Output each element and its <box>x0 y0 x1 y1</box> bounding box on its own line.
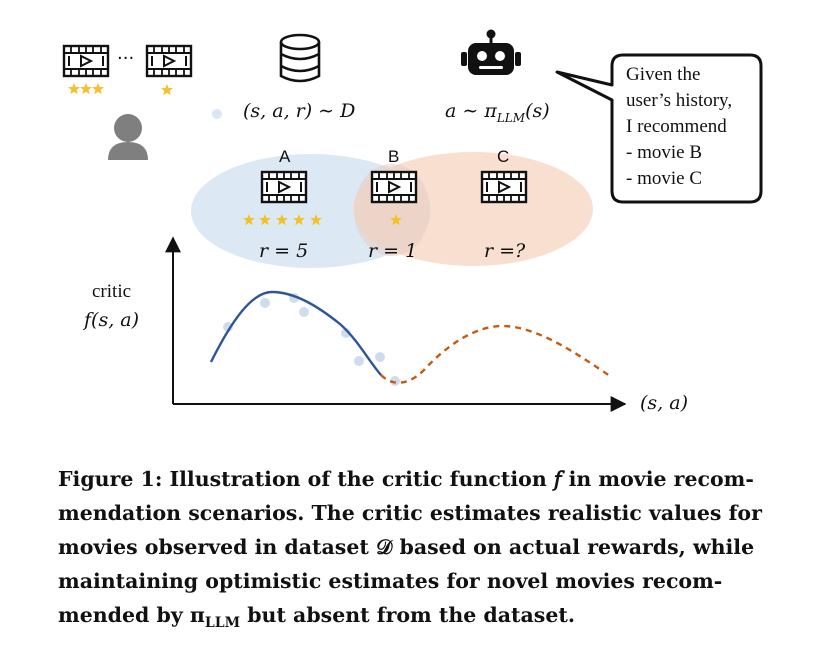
caption-subscript: LLM <box>204 615 241 632</box>
database-icon <box>279 33 321 83</box>
robot-icon <box>461 29 521 75</box>
optimistic-curve <box>380 324 611 384</box>
policy-suffix: (s) <box>525 100 550 122</box>
critic-curve <box>209 290 382 376</box>
bubble-line: - movie C <box>626 168 702 189</box>
x-axis-label: (s, a) <box>640 392 688 414</box>
caption-line: movies observed in dataset 𝒟 based on ac… <box>58 535 755 559</box>
critic-label: critic <box>92 281 132 302</box>
caption-line: mendation scenarios. The critic estimate… <box>58 501 762 525</box>
movie-a-film-icon <box>260 170 308 204</box>
movie-b-film-icon <box>370 170 418 204</box>
bubble-line: - movie B <box>626 142 702 163</box>
history-film-icon <box>145 44 193 78</box>
star-icon <box>68 83 80 95</box>
movie-c-label: C <box>497 147 510 166</box>
star-icon <box>92 83 104 95</box>
policy-prefix: a ∼ π <box>445 100 497 122</box>
dataset-points <box>223 293 400 386</box>
bubble-line: user’s history, <box>626 90 733 111</box>
sample-dot <box>212 109 222 119</box>
movie-c-film-icon <box>480 170 528 204</box>
caption-line: maintaining optimistic estimates for nov… <box>58 569 723 593</box>
movie-a-label: A <box>279 147 291 166</box>
figure-caption: Figure 1: Illustration of the critic fun… <box>58 462 778 640</box>
history-film-icon <box>62 44 110 78</box>
movie-b-label: B <box>388 147 400 166</box>
figure-canvas <box>62 29 763 412</box>
critic-function-label: f(s, a) <box>84 309 140 331</box>
sample-notation: (s, a, r) ∼ D <box>243 100 356 122</box>
policy-notation: a ∼ πLLM(s) <box>445 100 550 125</box>
movie-a-reward: r = 5 <box>259 240 309 262</box>
caption-tail: but absent from the dataset. <box>240 603 575 627</box>
bubble-line: I recommend <box>626 116 727 137</box>
caption-line: Figure 1: Illustration of the critic fun… <box>58 467 754 491</box>
policy-subscript: LLM <box>496 110 526 125</box>
movie-c-reward: r =? <box>484 240 526 262</box>
star-icon <box>80 83 92 95</box>
bubble-line: Given the <box>626 64 701 85</box>
user-icon <box>108 114 148 160</box>
history-ellipsis: ··· <box>117 48 135 69</box>
caption-line: mended by πLLM but absent from the datas… <box>58 598 778 640</box>
caption-pi: mended by π <box>58 603 205 627</box>
speech-bubble <box>555 53 763 204</box>
star-icon <box>161 84 173 96</box>
speech-bubble-text: Given the user’s history, I recommend - … <box>626 62 732 192</box>
movie-b-reward: r = 1 <box>368 240 418 262</box>
